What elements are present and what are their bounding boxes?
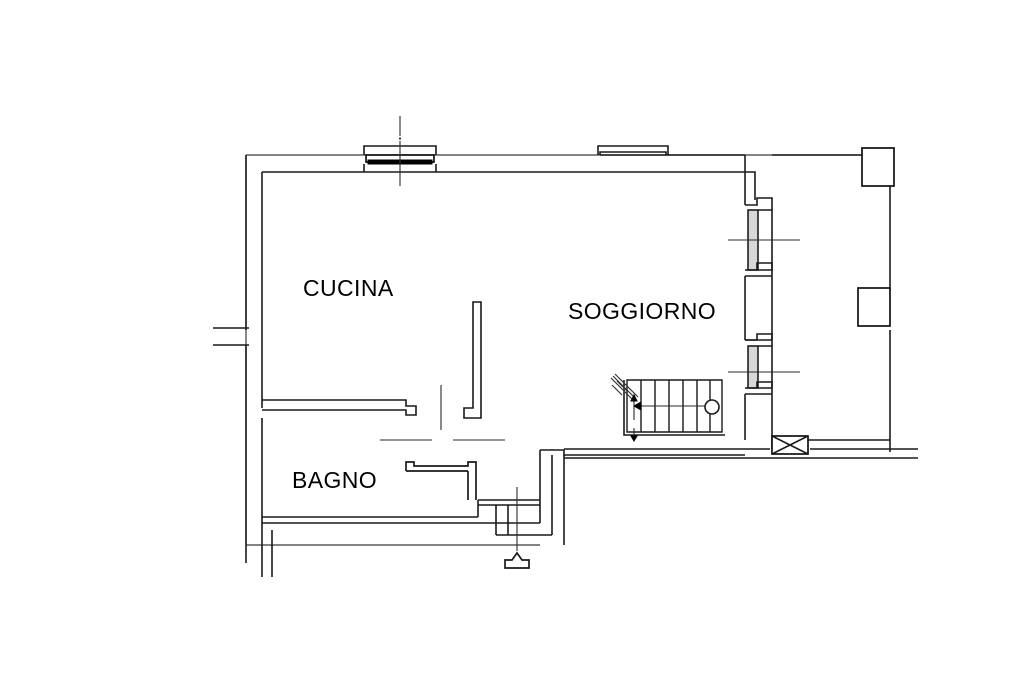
- exterior-wall-left: [245, 155, 263, 545]
- balcony-mid-right: [857, 287, 891, 327]
- walls-bagno: [262, 500, 540, 524]
- left-wall-stub: [213, 327, 249, 346]
- niche-top-right: [597, 145, 669, 155]
- wall-tails-bottom-left: [245, 523, 273, 577]
- room-label-soggiorno: SOGGIORNO: [568, 298, 716, 324]
- stair-break-hatch: [610, 373, 639, 402]
- entry-arrow: [504, 487, 530, 569]
- bath-fixture: [405, 461, 477, 500]
- partition-center: [463, 301, 482, 419]
- window-top: [363, 116, 437, 186]
- column: [771, 435, 809, 455]
- room-label-bagno: BAGNO: [292, 467, 377, 493]
- stairs: [610, 373, 725, 442]
- balcony-top-right: [861, 147, 895, 187]
- room-label-cucina: CUCINA: [303, 275, 394, 301]
- wall-bottom-soggiorno: [478, 449, 745, 545]
- wall-cucina-bagno: [262, 399, 417, 416]
- exterior-wall-top: [262, 154, 745, 173]
- interior-wall-right: [728, 155, 800, 440]
- alignment-marks: [380, 385, 505, 441]
